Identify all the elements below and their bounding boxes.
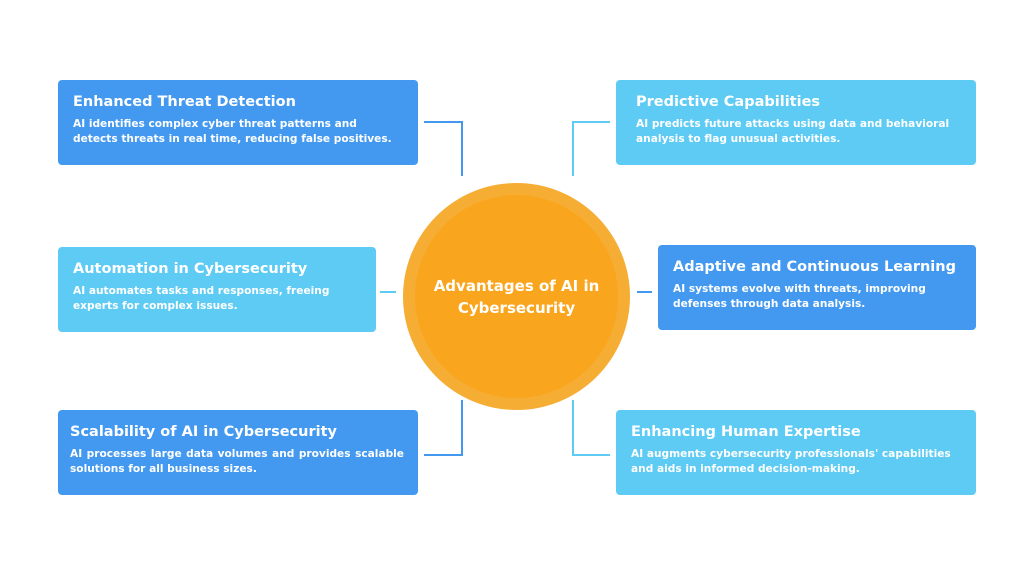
connector-line [424,454,463,456]
center-title: Advantages of AI in Cybersecurity [433,276,600,317]
card-title: Adaptive and Continuous Learning [673,259,956,275]
card-title: Automation in Cybersecurity [73,261,308,277]
center-circle: Advantages of AI in Cybersecurity [403,183,630,410]
card-text: AI identifies complex cyber threat patte… [73,118,392,145]
connector-line [380,291,396,293]
connector-line [424,121,463,123]
card-text: AI processes large data volumes and prov… [70,448,404,475]
connector-line [572,454,610,456]
card-predictive-capabilities: Predictive Capabilities AI predicts futu… [616,80,976,165]
card-automation: Automation in Cybersecurity AI automates… [58,247,376,332]
card-text: AI automates tasks and responses, freein… [73,285,330,312]
card-adaptive-learning: Adaptive and Continuous Learning AI syst… [658,245,976,330]
card-scalability: Scalability of AI in Cybersecurity AI pr… [58,410,418,495]
card-text: AI predicts future attacks using data an… [636,118,950,145]
card-title: Predictive Capabilities [636,94,821,110]
card-title: Enhanced Threat Detection [73,94,296,110]
connector-line [461,121,463,176]
connector-line [461,400,463,456]
card-text: AI augments cybersecurity professionals'… [631,448,951,475]
card-human-expertise: Enhancing Human Expertise AI augments cy… [616,410,976,495]
card-enhanced-threat-detection: Enhanced Threat Detection AI identifies … [58,80,418,165]
connector-line [637,291,652,293]
connector-line [572,400,574,456]
connector-line [572,121,610,123]
card-title: Scalability of AI in Cybersecurity [70,424,337,440]
card-text: AI systems evolve with threats, improvin… [673,283,926,310]
center-inner-circle: Advantages of AI in Cybersecurity [415,195,618,398]
connector-line [572,121,574,176]
card-title: Enhancing Human Expertise [631,424,861,440]
